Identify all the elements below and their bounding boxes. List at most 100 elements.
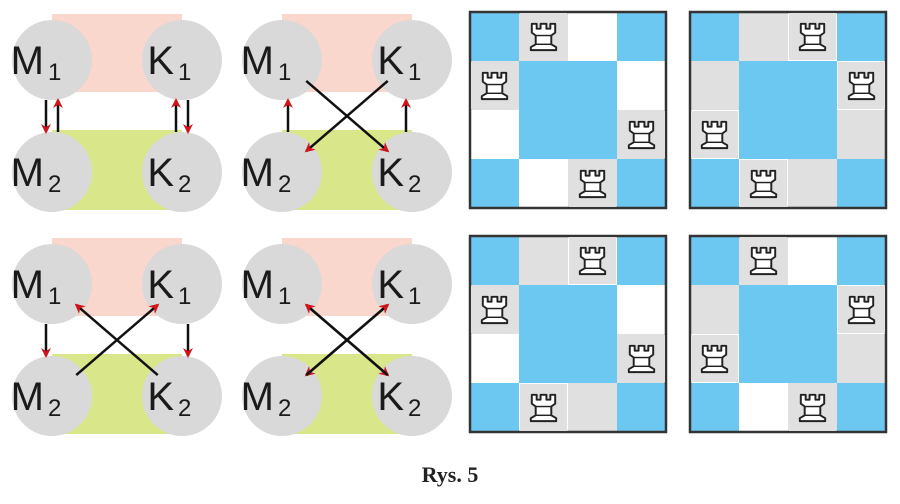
board-cell bbox=[617, 383, 666, 432]
board-cell bbox=[519, 110, 568, 159]
node-letter: M bbox=[241, 151, 274, 195]
board-cell bbox=[568, 285, 617, 334]
node-circle bbox=[12, 244, 92, 324]
node-subscript: 2 bbox=[408, 171, 421, 198]
node-subscript: 2 bbox=[48, 171, 61, 198]
board-cell bbox=[568, 110, 617, 159]
node-subscript: 1 bbox=[408, 59, 421, 86]
board-cell bbox=[837, 12, 886, 61]
board-cell bbox=[837, 334, 886, 383]
board-cell bbox=[739, 334, 788, 383]
board-cell bbox=[788, 159, 837, 208]
node-circle bbox=[142, 20, 222, 100]
node-letter: K bbox=[147, 151, 174, 195]
board-cell bbox=[568, 12, 617, 61]
node-circle bbox=[242, 20, 322, 100]
board-cell bbox=[788, 334, 837, 383]
arrow bbox=[305, 79, 390, 153]
board-border bbox=[468, 10, 668, 210]
board-cell bbox=[837, 159, 886, 208]
board-cell bbox=[568, 61, 617, 110]
node-circle bbox=[372, 20, 452, 100]
node-subscript: 2 bbox=[408, 395, 421, 422]
node-letter: M bbox=[11, 263, 44, 307]
board-border bbox=[688, 10, 888, 210]
node-letter: M bbox=[241, 39, 274, 83]
board-cell bbox=[788, 61, 837, 110]
node-subscript: 2 bbox=[178, 171, 191, 198]
board-cell bbox=[519, 334, 568, 383]
node-subscript: 2 bbox=[278, 171, 291, 198]
node-letter: M bbox=[11, 39, 44, 83]
node-circle bbox=[142, 356, 222, 436]
board-border bbox=[468, 234, 668, 434]
node-letter: K bbox=[147, 263, 174, 307]
arrow bbox=[305, 303, 390, 377]
board-cell bbox=[739, 61, 788, 110]
board-cell bbox=[788, 285, 837, 334]
board-cell bbox=[519, 61, 568, 110]
node-subscript: 1 bbox=[48, 59, 61, 86]
chess-board bbox=[688, 234, 888, 434]
board-cell bbox=[837, 383, 886, 432]
node-subscript: 2 bbox=[178, 395, 191, 422]
board-cell bbox=[470, 110, 519, 159]
node-circle bbox=[142, 244, 222, 324]
board-cell bbox=[690, 61, 739, 110]
node-circle bbox=[372, 356, 452, 436]
chess-board bbox=[468, 10, 668, 210]
board-cell bbox=[617, 12, 666, 61]
node-subscript: 1 bbox=[178, 283, 191, 310]
figure-caption: Rys. 5 bbox=[421, 462, 479, 487]
node-letter: M bbox=[241, 375, 274, 419]
node-letter: K bbox=[377, 39, 404, 83]
board-cell bbox=[617, 159, 666, 208]
board-cell bbox=[617, 236, 666, 285]
board-cell bbox=[470, 236, 519, 285]
node-circle bbox=[242, 132, 322, 212]
board-cell bbox=[739, 383, 788, 432]
node-letter: K bbox=[377, 375, 404, 419]
node-letter: K bbox=[147, 39, 174, 83]
node-subscript: 1 bbox=[278, 283, 291, 310]
board-cell bbox=[519, 159, 568, 208]
board-cell bbox=[788, 110, 837, 159]
board-cell bbox=[690, 383, 739, 432]
node-subscript: 1 bbox=[278, 59, 291, 86]
node-letter: M bbox=[11, 375, 44, 419]
board-cell bbox=[617, 61, 666, 110]
node-subscript: 2 bbox=[278, 395, 291, 422]
node-subscript: 1 bbox=[178, 59, 191, 86]
node-circle bbox=[372, 132, 452, 212]
chess-board bbox=[688, 10, 888, 210]
board-cell bbox=[739, 12, 788, 61]
board-cell bbox=[690, 236, 739, 285]
board-cell bbox=[519, 285, 568, 334]
arrow bbox=[74, 303, 159, 377]
node-circle bbox=[12, 132, 92, 212]
board-cell bbox=[690, 285, 739, 334]
board-cell bbox=[470, 12, 519, 61]
board-cell bbox=[568, 334, 617, 383]
board-cell bbox=[470, 159, 519, 208]
board-cell bbox=[519, 236, 568, 285]
board-cell bbox=[470, 383, 519, 432]
node-circle bbox=[242, 244, 322, 324]
